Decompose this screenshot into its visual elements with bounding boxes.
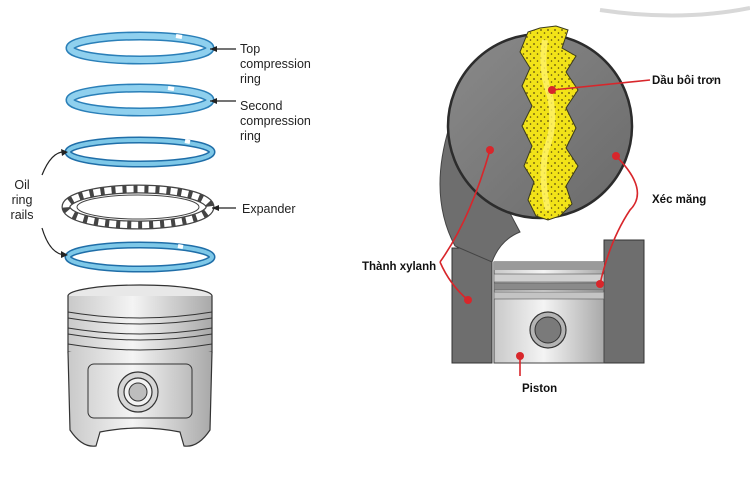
- oil-ring-rail-bottom: [64, 241, 216, 273]
- label-piston-ring: Xéc măng: [652, 194, 707, 206]
- cylinder-block: [451, 239, 645, 364]
- label-expander: Expander: [242, 202, 296, 216]
- label-top-compression-ring: Top compression ring: [240, 42, 311, 86]
- second-compression-ring: [65, 83, 215, 117]
- piston-cross-section: [493, 261, 605, 364]
- oil-ring-rail-top: [64, 136, 216, 168]
- top-compression-ring: [65, 31, 215, 65]
- label-lubricating-oil: Dầu bôi trơn: [652, 75, 721, 87]
- decorative-arc: [599, 6, 750, 18]
- left-arrowheads: [61, 46, 219, 258]
- label-oil-ring-rails: Oil ring rails: [10, 178, 34, 222]
- label-cylinder-wall: Thành xylanh: [362, 261, 437, 273]
- label-piston: Piston: [522, 383, 558, 395]
- label-second-compression-ring: Second compression ring: [240, 99, 311, 143]
- oil-film-core: [540, 39, 556, 211]
- red-dots: [464, 86, 620, 360]
- magnified-view: [439, 25, 634, 263]
- piston-illustration: [67, 284, 213, 447]
- expander-ring: [61, 184, 215, 230]
